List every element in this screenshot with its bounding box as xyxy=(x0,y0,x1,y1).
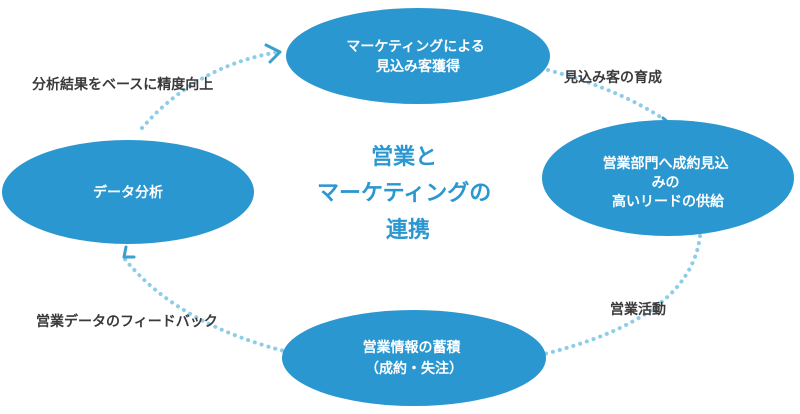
arrow-chevron-icon xyxy=(264,43,282,64)
arrow-chevron-icon xyxy=(122,245,136,259)
flow-analysis-to-marketing xyxy=(140,50,280,130)
node-label: 営業部門へ成約見込 みの 高いリードの供給 xyxy=(603,155,734,210)
flow-marketing-to-supply xyxy=(546,68,670,124)
node-label: マーケティングによる 見込み客獲得 xyxy=(346,38,489,75)
edge-label-improve: 分析結果をベースに精度向上 xyxy=(32,76,213,93)
node-label: データ分析 xyxy=(93,184,163,201)
node-label: 営業情報の蓄積 （成約・失注） xyxy=(363,339,466,377)
edge-label-nurture: 見込み客の育成 xyxy=(563,69,662,86)
node-sales-info-accumulation: 営業情報の蓄積 （成約・失注） xyxy=(282,310,546,406)
edge-label-feedback: 営業データのフィードバック xyxy=(36,313,218,330)
center-title: 営業と マーケティングの 連携 xyxy=(317,144,499,243)
node-lead-supply-to-sales: 営業部門へ成約見込 みの 高いリードの供給 xyxy=(542,120,794,236)
flow-supply-to-info xyxy=(534,234,702,358)
edge-label-sales-activity: 営業活動 xyxy=(610,301,666,318)
node-data-analysis: データ分析 xyxy=(2,140,254,244)
node-marketing-lead-acquisition: マーケティングによる 見込み客獲得 xyxy=(286,8,550,104)
flow-info-to-analysis xyxy=(122,256,298,356)
